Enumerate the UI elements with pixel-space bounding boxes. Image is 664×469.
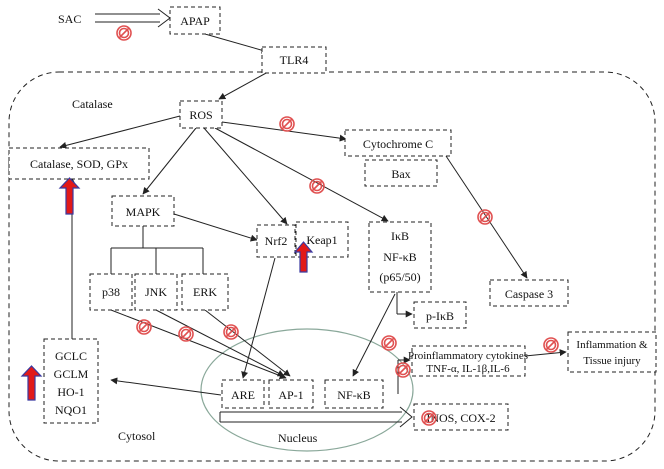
node-caspase-3: Caspase 3 [489,279,569,307]
sac-to-apap-arrow [95,8,171,28]
node-mapk: MAPK [111,195,175,227]
node-p38: p38 [89,273,133,311]
inhibitor-ros-ikb-icon [309,178,325,194]
node-bax: Bax [364,159,438,187]
inhibitor-p38-icon [136,319,152,335]
svg-text:MAPK: MAPK [126,205,161,219]
inhibitor-sac-icon [116,25,132,41]
up-arrow-keap1-icon [293,241,314,273]
svg-text:TNF-α, IL-1β,IL-6: TNF-α, IL-1β,IL-6 [426,363,510,375]
svg-text:ARE: ARE [231,388,255,402]
inhibitor-cytokines-icon [543,337,559,353]
node-nrf2: Nrf2 [256,224,296,258]
inhibitor-caspase-icon [477,209,493,225]
svg-text:TLR4: TLR4 [280,53,309,67]
node-erk: ERK [181,273,229,311]
connectors [59,33,567,428]
node-apap: APAP [169,6,221,35]
node-gclc-group: GCLC GCLM HO-1 NQO1 [43,338,99,424]
svg-text:AP-1: AP-1 [278,388,303,402]
svg-text:Tissue injury: Tissue injury [583,355,641,367]
svg-text:HO-1: HO-1 [57,385,84,399]
svg-text:APAP: APAP [180,14,210,28]
node-inflammation: Inflammation & Tissue injury [567,331,657,373]
node-ikb-nfkb: IκB NF-κB (p65/50) [368,221,432,293]
svg-text:Caspase 3: Caspase 3 [505,287,553,301]
inhibitor-inos-icon [421,410,437,426]
svg-text:Catalase, SOD, GPx: Catalase, SOD, GPx [30,157,128,171]
inhibitor-ikb-icon [381,335,397,351]
inhibitor-erk-icon [223,324,239,340]
svg-text:p38: p38 [102,285,120,299]
svg-text:GCLM: GCLM [54,367,89,381]
node-cytochrome-c: Cytochrome C [344,129,452,157]
inhibitor-ros-cytochrome-icon [279,116,295,132]
nucleus-ellipse [200,328,414,452]
node-are: ARE [221,379,265,409]
svg-text:NF-κB: NF-κB [337,388,370,402]
svg-text:JNK: JNK [145,285,167,299]
svg-text:Cytochrome C: Cytochrome C [363,137,433,151]
svg-text:GCLC: GCLC [55,349,87,363]
label-catalase: Catalase [72,97,113,111]
up-arrow-gclc-icon [20,365,43,401]
node-ros: ROS [179,100,223,129]
svg-text:ROS: ROS [189,108,212,122]
svg-text:Nrf2: Nrf2 [265,234,288,248]
cell-boundary [8,71,656,462]
svg-text:ERK: ERK [193,285,217,299]
node-tlr4: TLR4 [261,46,327,74]
label-sac: SAC [58,12,81,26]
node-nfkb-nucleus: NF-κB [324,379,384,409]
node-proinflammatory: Proinflammatory cytokines TNF-α, IL-1β,I… [408,345,528,377]
svg-text:Proinflammatory cytokines: Proinflammatory cytokines [408,350,528,362]
node-p-ikb: p-IκB [413,301,467,329]
node-catalase-sod-gpx: Catalase, SOD, GPx [8,147,150,180]
node-inos-cox2: INOS, COX-2 [413,403,509,431]
svg-text:Bax: Bax [391,167,410,181]
node-jnk: JNK [134,273,178,311]
inhibitor-jnk-icon [178,326,194,342]
svg-text:(p65/50): (p65/50) [379,270,420,284]
label-cytosol: Cytosol [118,429,156,443]
svg-text:INOS, COX-2: INOS, COX-2 [426,411,495,425]
svg-text:NF-κB: NF-κB [383,250,416,264]
node-ap1: AP-1 [268,379,314,409]
svg-text:p-IκB: p-IκB [426,309,454,323]
inhibitor-nfkb-icon [395,362,411,378]
svg-text:IκB: IκB [391,229,409,243]
svg-text:Inflammation &: Inflammation & [576,339,648,351]
svg-text:Keap1: Keap1 [306,233,337,247]
up-arrow-catalase-icon [58,177,81,215]
label-nucleus: Nucleus [278,431,318,445]
svg-text:NQO1: NQO1 [55,403,87,417]
